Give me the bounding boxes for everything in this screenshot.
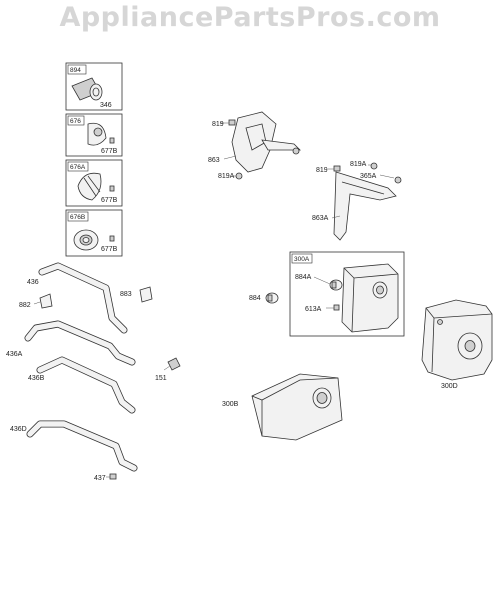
exhaust-pipe-436d[interactable] [26, 420, 138, 472]
label-300d: 300D [441, 383, 458, 390]
bracket-863[interactable] [231, 111, 301, 173]
bolt-819-right[interactable] [328, 165, 341, 172]
label-436d: 436D [10, 426, 27, 433]
label-436: 436 [27, 279, 39, 286]
gasket-882[interactable] [33, 293, 53, 309]
muffler-guard-part-b [73, 229, 115, 251]
muffler-300a [341, 263, 399, 333]
inset-box-676[interactable]: 676 677B [65, 113, 123, 157]
inset-box-894[interactable]: 894 346 [65, 62, 123, 111]
label-437: 437 [94, 475, 106, 482]
inset-tag-676b: 676B [70, 214, 85, 221]
inset-part-677b-3: 677B [101, 246, 118, 253]
inset-tag-676: 676 [70, 118, 81, 125]
box-part-884a: 884A [295, 274, 312, 281]
label-863a: 863A [312, 215, 329, 222]
label-863: 863 [208, 157, 220, 164]
bolt-819-top[interactable] [220, 119, 236, 126]
muffler-guard-part [87, 122, 115, 146]
watermark: AppliancePartsPros.com [59, 2, 441, 33]
inset-tag-894: 894 [70, 67, 81, 74]
label-365a: 365A [360, 173, 377, 180]
nut-819a-right[interactable] [368, 162, 378, 170]
box-tag-300a: 300A [294, 256, 310, 263]
label-884: 884 [249, 295, 261, 302]
label-819-top: 819 [212, 121, 224, 128]
label-819-right: 819 [316, 167, 328, 174]
clamp-884a [329, 279, 343, 291]
inset-tag-676a: 676A [70, 164, 86, 171]
muffler-box-300a[interactable]: 300A 884A 613A [289, 251, 405, 337]
inset-box-676a[interactable]: 676A 677B [65, 159, 123, 207]
nut-819a-left[interactable] [232, 172, 243, 180]
label-819a-right: 819A [350, 161, 367, 168]
inset-part-677b-2: 677B [101, 197, 118, 204]
exhaust-pipe-436a[interactable] [24, 320, 136, 366]
gasket-883[interactable] [139, 286, 153, 303]
muffler-300d[interactable] [421, 299, 493, 381]
muffler-300b[interactable] [251, 373, 343, 441]
exhaust-pipe-436[interactable] [38, 262, 128, 334]
spark-arrestor-part [71, 77, 103, 101]
screw-613a [333, 304, 340, 311]
inset-box-676b[interactable]: 676B 677B [65, 209, 123, 257]
label-883: 883 [120, 291, 132, 298]
bracket-863a[interactable] [333, 171, 402, 241]
screw-437[interactable] [106, 473, 117, 480]
stud-151[interactable] [167, 357, 181, 371]
inset-part-677b-1: 677B [101, 148, 118, 155]
label-151: 151 [155, 375, 167, 382]
box-part-613a: 613A [305, 306, 322, 313]
label-300b: 300B [222, 401, 239, 408]
clamp-884[interactable] [265, 292, 279, 304]
exhaust-pipe-436b[interactable] [36, 356, 136, 414]
label-436b: 436B [28, 375, 45, 382]
label-819a-left: 819A [218, 173, 235, 180]
inset-part-346: 346 [100, 102, 112, 109]
label-882: 882 [19, 302, 31, 309]
label-436a: 436A [6, 351, 23, 358]
muffler-guard-part-a [77, 172, 115, 201]
